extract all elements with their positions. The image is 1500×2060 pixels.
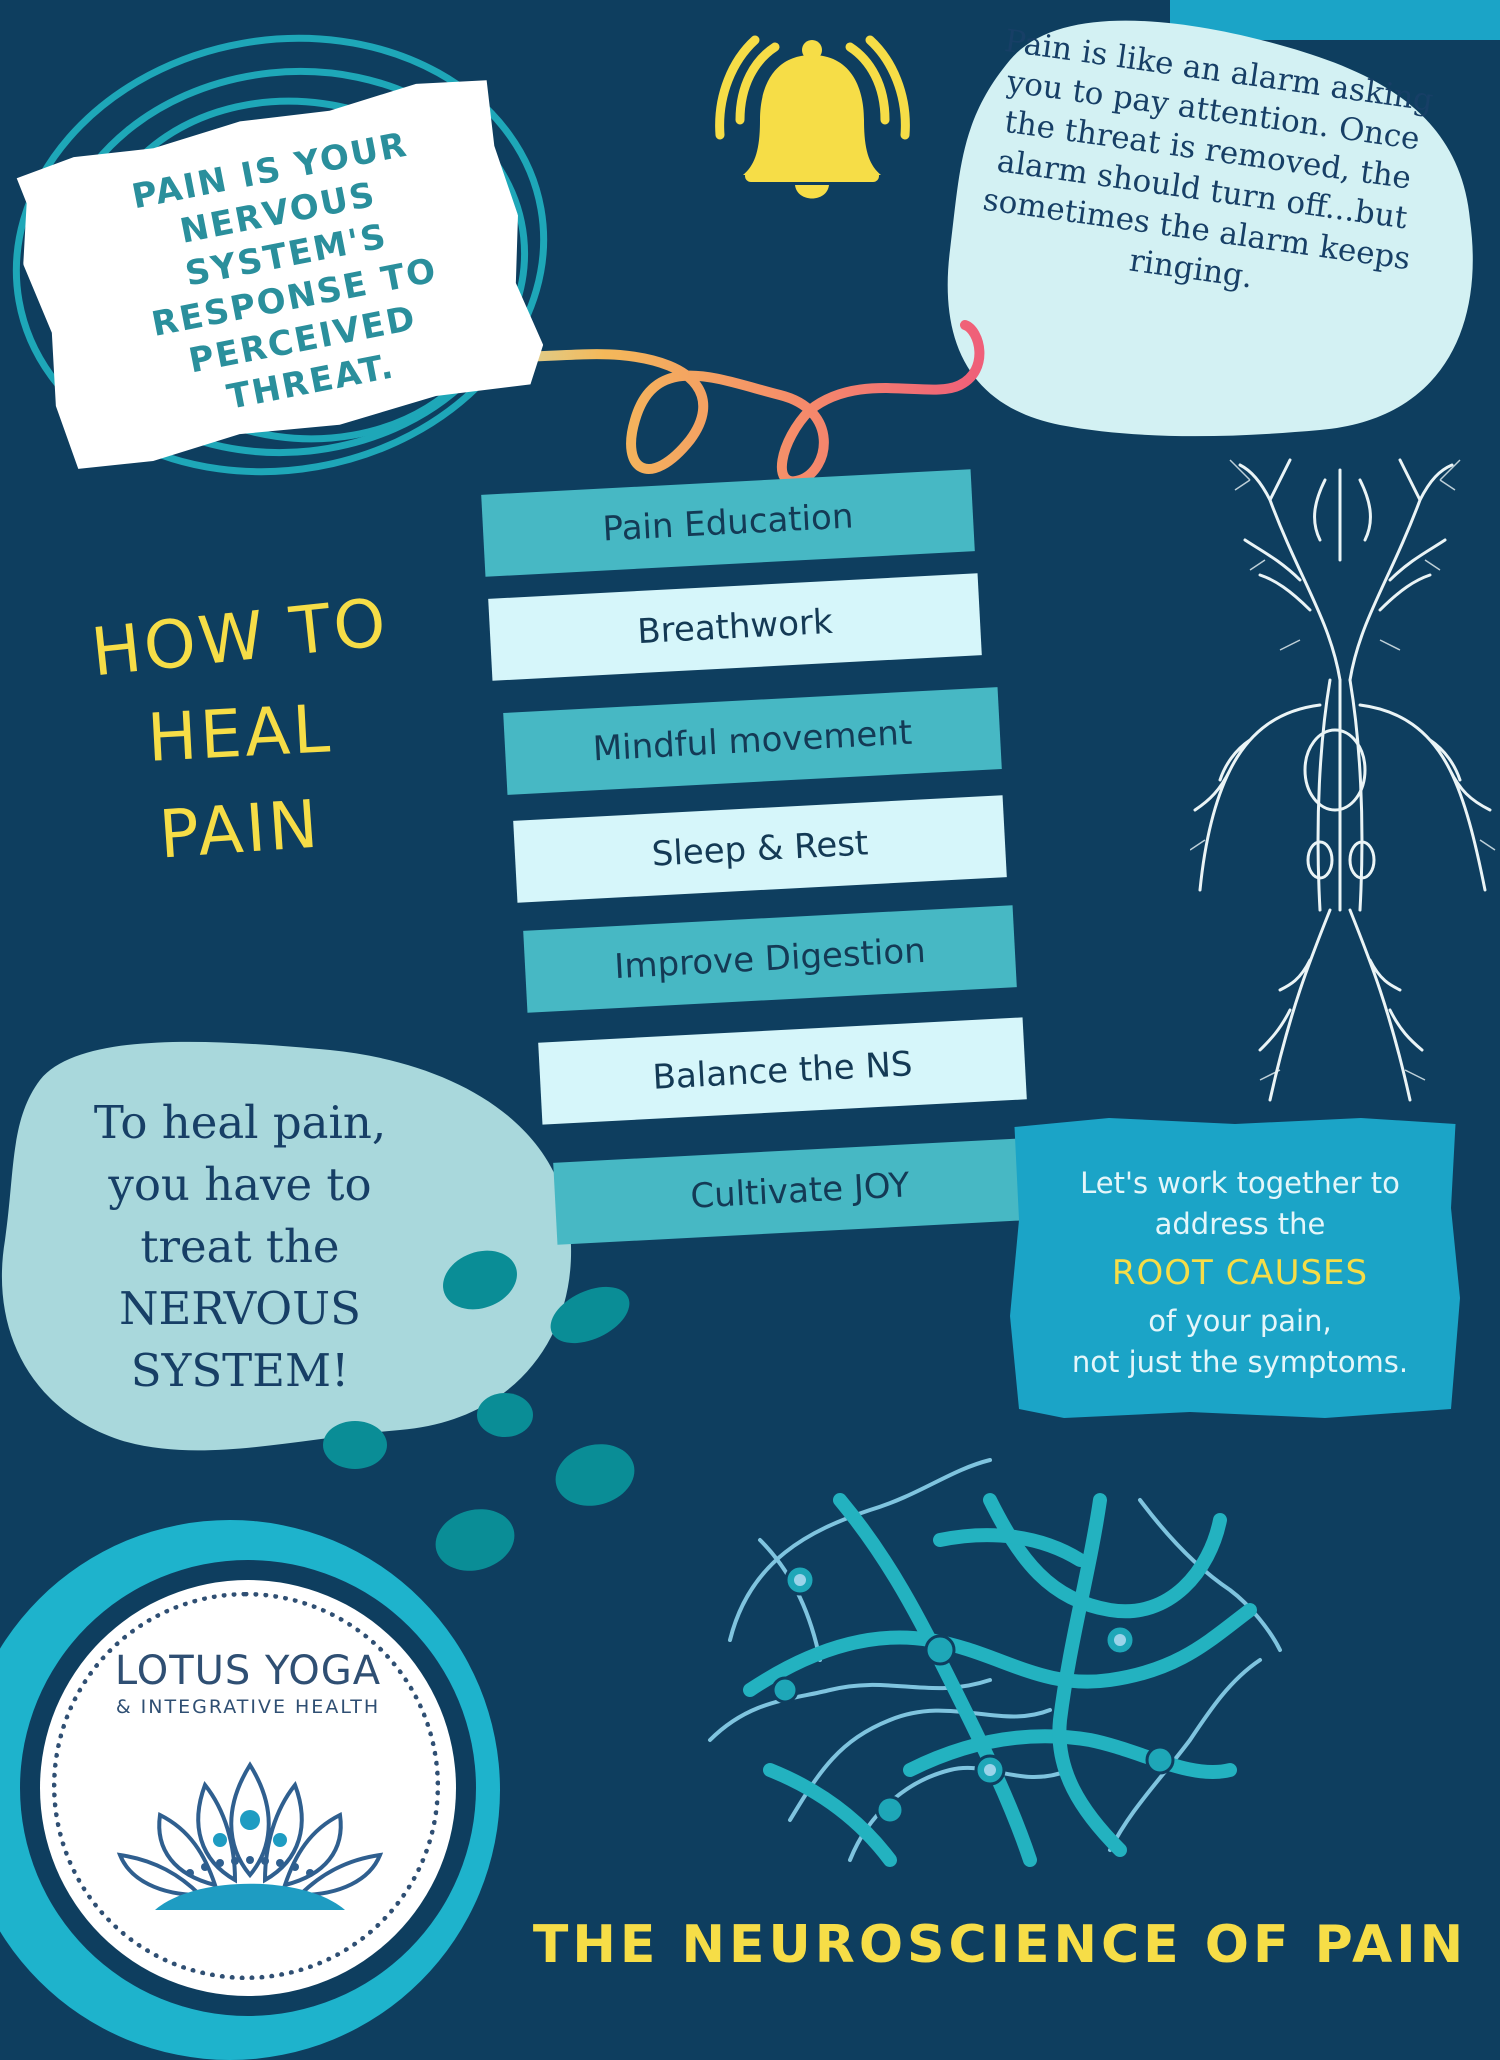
root-line-1: Let's work together to: [1080, 1166, 1400, 1200]
alarm-bubble-shape: [947, 20, 1473, 437]
bell-icon: [715, 35, 910, 199]
root-line-4: not just the symptoms.: [1071, 1345, 1409, 1379]
root-line-3: of your pain,: [1148, 1304, 1332, 1338]
nervous-system-illustration: [1190, 458, 1496, 1102]
root-causes-text: Let's work together to address the ROOT …: [1030, 1163, 1450, 1383]
heal-line-4: NERVOUS: [119, 1282, 361, 1335]
step-label: Balance the NS: [651, 1044, 914, 1098]
logo-subtitle: & INTEGRATIVE HEALTH: [115, 1696, 381, 1718]
logo-dotted-border: [52, 1592, 440, 1980]
heal-bubble-shape: [1, 1041, 572, 1451]
threat-note-text: PAIN IS YOUR NERVOUS SYSTEM'S RESPONSE T…: [128, 124, 441, 418]
step-label: Mindful movement: [591, 712, 914, 770]
footer-title: THE NEUROSCIENCE OF PAIN: [532, 1915, 1468, 1975]
step-label: Breathwork: [636, 601, 834, 653]
step-label: Cultivate JOY: [689, 1165, 911, 1217]
root-causes-box: [1010, 1118, 1460, 1418]
neuron-network-illustration: [708, 1458, 1282, 1867]
root-line-2: address the: [1154, 1207, 1326, 1241]
heal-line-1: To heal pain,: [93, 1096, 387, 1149]
lotus-mandala-icon: [116, 1761, 384, 1910]
decorative-layer: [1, 20, 1473, 1571]
step-label: Pain Education: [601, 496, 855, 550]
root-causes-highlight: ROOT CAUSES: [1111, 1253, 1369, 1293]
logo-name-lotus: LOTUS: [114, 1648, 252, 1694]
heal-bubble-text: To heal pain, you have to treat the NERV…: [40, 1092, 440, 1402]
step-label: Sleep & Rest: [650, 823, 870, 875]
heal-line-5: SYSTEM!: [130, 1344, 350, 1397]
step-label: Improve Digestion: [613, 930, 927, 988]
logo-name-yoga: YOGA: [265, 1648, 382, 1694]
heal-line-3: treat the: [140, 1220, 340, 1273]
heal-line-2: you have to: [108, 1158, 372, 1211]
logo-wordmark: LOTUS YOGA & INTEGRATIVE HEALTH: [40, 1648, 456, 1718]
how-to-heal-heading: HOW TO HEAL PAIN: [30, 584, 450, 878]
